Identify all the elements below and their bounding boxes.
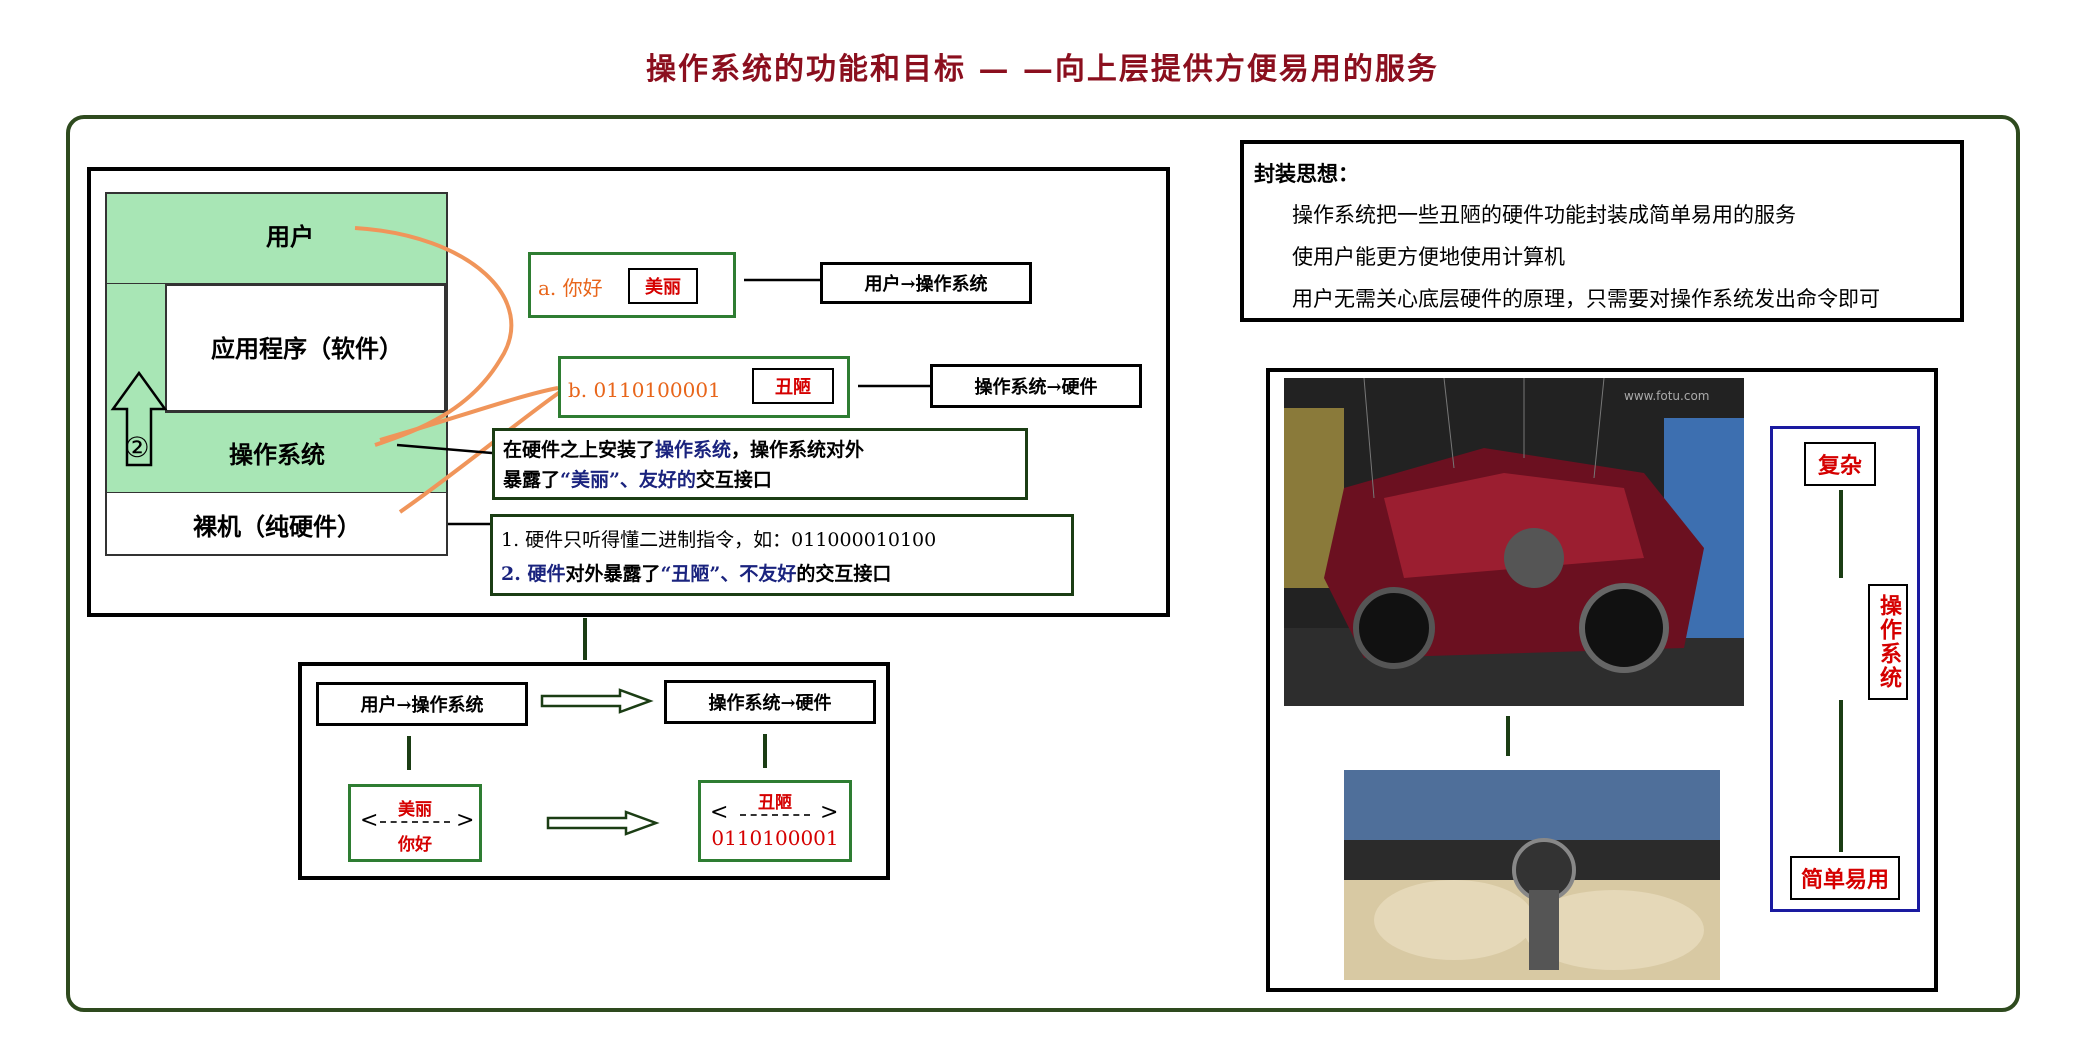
os-layer-label: 操作系统 [229,439,325,469]
os-desc-2a: 暴露了 [503,469,561,491]
callout-b [558,356,850,418]
callout-b-flow: 操作系统→硬件 [930,364,1142,408]
car-interior-image [1344,770,1720,980]
pretty-top: 美丽 [398,800,432,820]
hardware-description: 1. 硬件只听得懂二进制指令，如：011000010100 2. 硬件对外暴露了… [490,514,1074,596]
app-layer [165,284,446,412]
right-arrow-icon-2 [546,810,660,836]
up-arrow-icon [110,370,168,467]
encapsulation-line-1: 操作系统把一些丑陋的硬件功能封装成简单易用的服务 [1292,203,1796,227]
ugly-left-angle: < [710,800,729,825]
os-desc-2c: 交互接口 [695,469,772,491]
ugly-interface-box [698,780,852,862]
callout-a [528,252,736,318]
user-layer-label: 用户 [266,221,314,251]
layer-stack: 用户 应用程序（软件） 操作系统 裸机（纯硬件） ② [105,192,448,556]
hardware-layer-label: 裸机（纯硬件） [193,511,361,541]
complexity-line-bottom [1839,700,1843,852]
encapsulation-line-3: 用户无需关心底层硬件的原理，只需要对操作系统发出命令即可 [1292,287,1880,311]
ugly-top: 丑陋 [758,793,792,813]
pretty-bottom: 你好 [398,835,432,855]
pretty-left-angle: < [360,808,379,833]
encapsulation-panel: 封装思想： 操作系统把一些丑陋的硬件功能封装成简单易用的服务 使用户能更方便地使… [1240,140,1964,322]
simple-label: 简单易用 [1790,856,1900,900]
right-arrow-icon [540,688,654,714]
circled-two: ② [124,430,150,464]
encapsulation-heading: 封装思想： [1254,162,1359,186]
car-disassembled-image: www.fotu.com [1284,378,1744,706]
os-desc-1a: 在硬件之上安装了 [503,439,656,461]
connector-vertical-1 [583,618,587,660]
callout-b-text: b. 0110100001 [568,378,721,402]
complexity-line-top [1839,490,1843,578]
pretty-right-angle: > [456,808,475,833]
encapsulation-line-2: 使用户能更方便地使用计算机 [1292,245,1565,269]
car-connector [1506,716,1510,756]
summary-left-label: 用户→操作系统 [316,682,528,726]
complex-label: 复杂 [1804,442,1876,486]
summary-right-connector [763,734,767,768]
page-title: 操作系统的功能和目标 — —向上层提供方便易用的服务 [646,52,1439,87]
ugly-right-angle: > [820,800,839,825]
app-layer-label: 应用程序（软件） [211,333,403,363]
summary-left-connector [407,736,411,770]
complexity-scale-frame [1770,426,1920,912]
hw-desc-2d: “丑陋”、不友好 [660,563,797,585]
summary-right-label: 操作系统→硬件 [664,680,876,724]
ugly-divider [740,814,810,816]
callout-b-box: 丑陋 [752,368,834,404]
pretty-interface-box [348,784,482,862]
hw-desc-2e: 的交互接口 [796,563,892,585]
outer-frame [66,115,2020,1012]
watermark-text: www.fotu.com [1624,389,1709,403]
callout-a-text: a. 你好 [538,276,603,300]
os-vertical-label: 操作系统 [1868,584,1908,700]
os-desc-1c: ，操作系统对外 [731,439,865,461]
callout-a-flow: 用户→操作系统 [820,262,1032,304]
os-desc-2b: “美丽”、友好的 [560,469,696,491]
hw-desc-1: 1. 硬件只听得懂二进制指令，如：011000010100 [501,529,937,551]
callout-a-box: 美丽 [628,268,698,304]
ugly-bottom: 0110100001 [711,826,839,850]
os-layer [165,412,446,492]
os-description: 在硬件之上安装了操作系统，操作系统对外 暴露了“美丽”、友好的交互接口 [492,428,1028,500]
os-desc-1b: 操作系统 [655,439,732,461]
hw-desc-2b: 硬件 [527,563,566,585]
hw-desc-2c: 对外暴露了 [565,563,661,585]
pretty-divider [380,821,450,823]
hardware-layer [107,492,446,554]
user-layer [107,194,446,284]
hw-desc-2a: 2. [501,563,528,585]
